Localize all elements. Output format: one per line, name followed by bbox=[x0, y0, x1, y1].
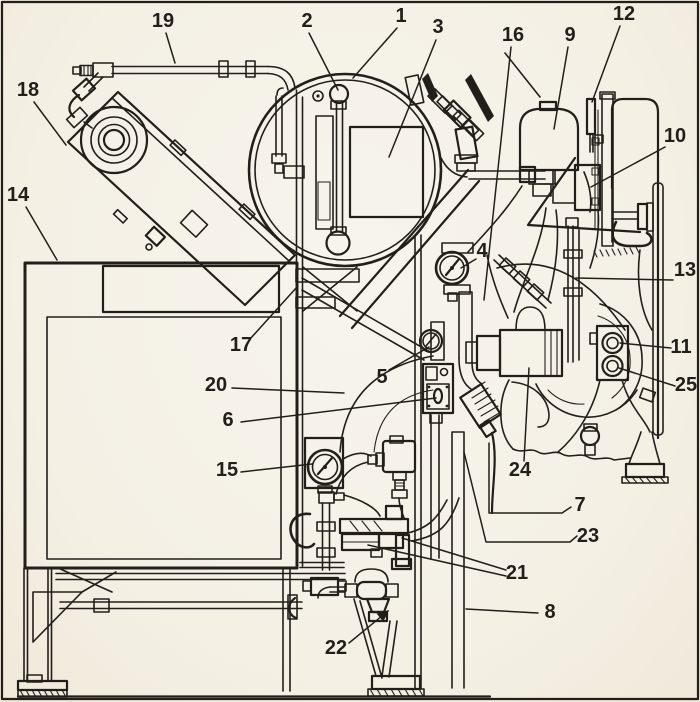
leader-line-15 bbox=[240, 463, 313, 473]
leader-line-21-1 bbox=[401, 537, 507, 571]
flywheel-housing bbox=[496, 249, 657, 456]
part-label-7: 7 bbox=[574, 494, 585, 516]
tilted-tank-assembly bbox=[66, 90, 297, 307]
control-box-10 bbox=[526, 156, 642, 301]
leader-line-19 bbox=[165, 32, 176, 64]
junction-box-6 bbox=[421, 362, 455, 424]
leader-line-3 bbox=[388, 39, 437, 158]
leader-line-12 bbox=[591, 25, 621, 103]
part-label-11: 11 bbox=[670, 336, 691, 358]
part-label-10: 10 bbox=[664, 125, 686, 147]
part-label-20: 20 bbox=[205, 374, 227, 396]
part-label-23: 23 bbox=[577, 525, 599, 547]
base-frame bbox=[16, 567, 492, 698]
part-label-21: 21 bbox=[506, 562, 528, 584]
drum-door bbox=[247, 72, 443, 268]
leader-line-4 bbox=[460, 258, 477, 269]
drain-valve-22 bbox=[353, 597, 425, 697]
part-label-12: 12 bbox=[613, 3, 635, 25]
part-label-8: 8 bbox=[544, 601, 555, 623]
leader-line-17 bbox=[249, 286, 298, 340]
part-label-13: 13 bbox=[674, 259, 696, 281]
leader-line-9 bbox=[553, 46, 569, 130]
part-label-17: 17 bbox=[230, 334, 252, 356]
part-label-6: 6 bbox=[222, 409, 233, 431]
part-label-14: 14 bbox=[7, 184, 30, 206]
muffler-foot bbox=[621, 431, 669, 484]
leader-line-21-2 bbox=[367, 544, 507, 577]
leader-line-6 bbox=[240, 397, 437, 423]
pump-assembly-24 bbox=[465, 306, 631, 461]
part-label-18: 18 bbox=[17, 79, 39, 101]
part-label-16: 16 bbox=[502, 24, 524, 46]
part-label-4: 4 bbox=[476, 240, 488, 262]
supply-pipe-19 bbox=[65, 60, 296, 129]
leader-line-25 bbox=[618, 367, 676, 387]
back-panel bbox=[591, 91, 664, 440]
leader-line-7 bbox=[488, 442, 572, 514]
solenoid-valve bbox=[335, 435, 417, 519]
part-label-19: 19 bbox=[152, 10, 174, 32]
leader-line-23 bbox=[463, 451, 578, 543]
leader-line-13 bbox=[575, 277, 674, 281]
leader-line-20 bbox=[231, 387, 345, 394]
leader-line-14 bbox=[25, 206, 58, 261]
part-label-5: 5 bbox=[376, 366, 387, 388]
leader-line-11 bbox=[619, 342, 672, 349]
leader-line-22 bbox=[348, 610, 390, 644]
leader-line-10 bbox=[590, 146, 666, 188]
condenser-riser-13 bbox=[563, 217, 583, 363]
part-label-24: 24 bbox=[509, 459, 532, 481]
part-label-2: 2 bbox=[301, 10, 312, 32]
sight-gauge-5 bbox=[418, 321, 445, 361]
leader-line-1 bbox=[352, 27, 398, 79]
pressure-gauge-4 bbox=[434, 242, 474, 302]
leader-line-5 bbox=[388, 346, 430, 371]
part-label-1: 1 bbox=[395, 5, 406, 27]
part-label-3: 3 bbox=[432, 16, 443, 38]
part-label-22: 22 bbox=[325, 637, 347, 659]
leader-line-8 bbox=[465, 608, 539, 614]
leader-line-16 bbox=[483, 46, 512, 301]
part-label-15: 15 bbox=[216, 459, 238, 481]
part-label-25: 25 bbox=[675, 374, 697, 396]
manifold-21 bbox=[317, 497, 460, 601]
leader-line-18 bbox=[33, 101, 67, 146]
part-label-9: 9 bbox=[564, 24, 575, 46]
leader-line-24 bbox=[523, 367, 530, 462]
leader-line-2 bbox=[308, 32, 339, 91]
